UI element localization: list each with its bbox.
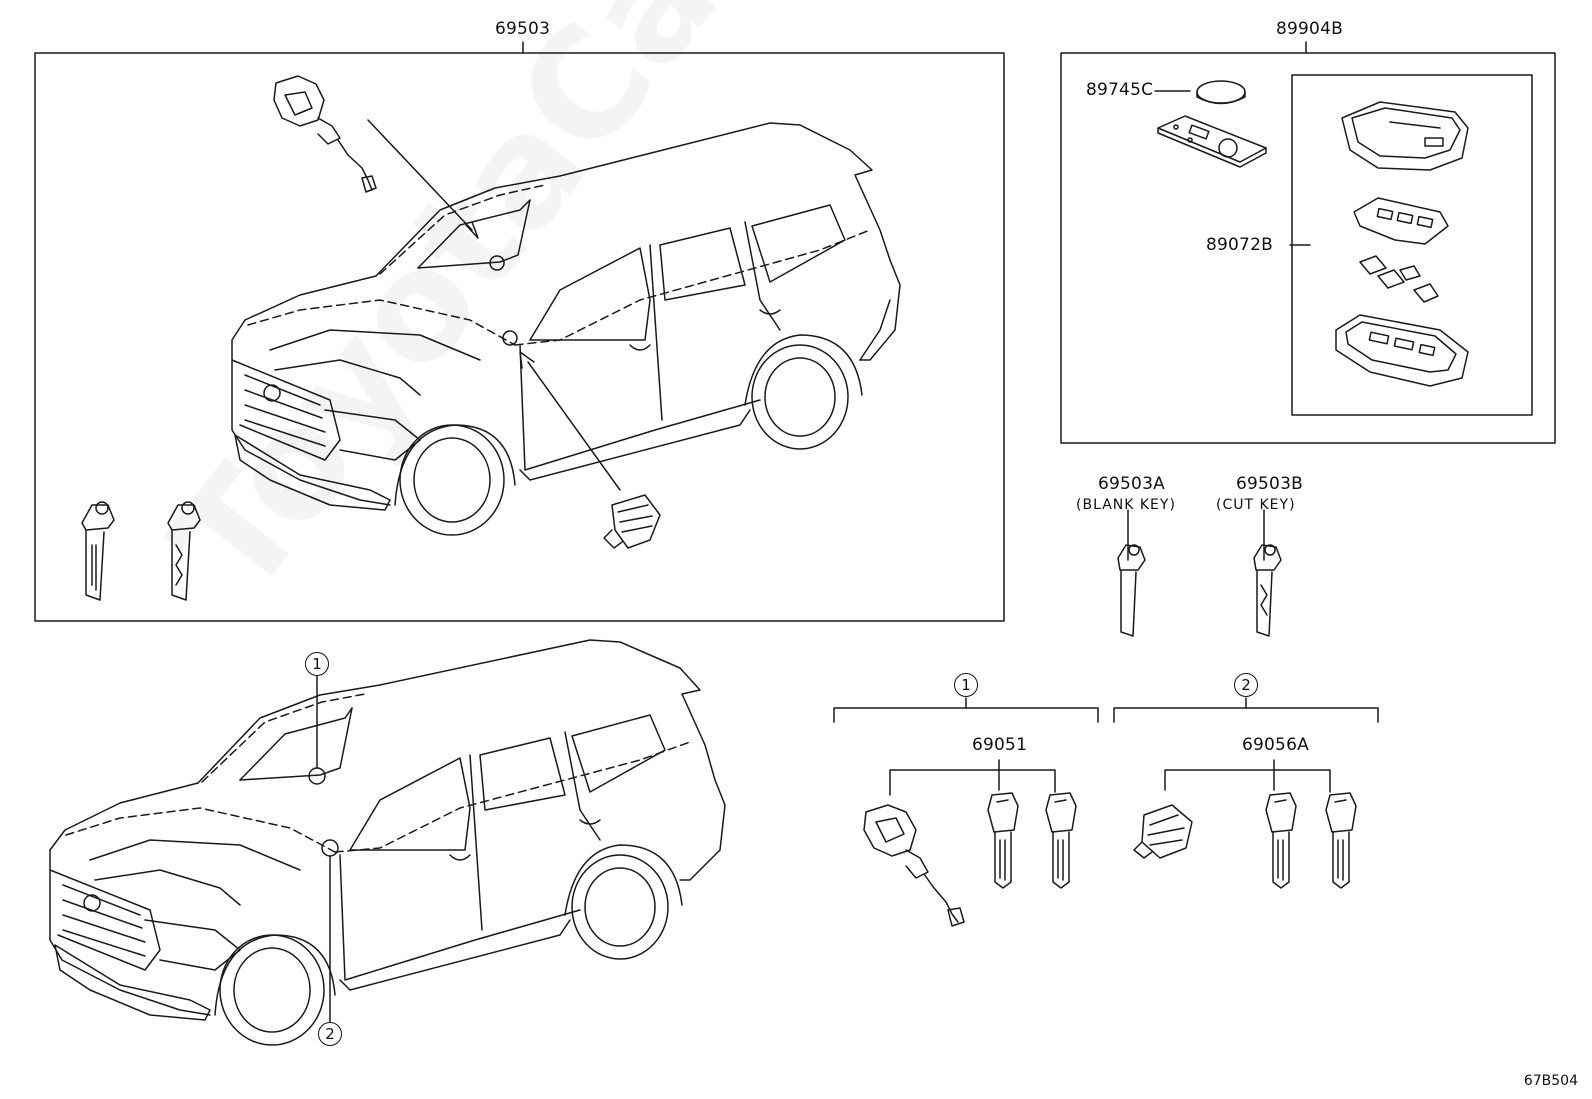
glove-box-cylinder-icon: [1133, 804, 1193, 859]
car-outline-bottom: [49, 639, 726, 1046]
diagram-code: 67B504: [1523, 1073, 1578, 1089]
key-icon-cut: [167, 501, 201, 601]
frame-69503: [34, 52, 1005, 622]
callout-2-bracket: 2: [1234, 673, 1258, 697]
label-69056A: 69056A: [1242, 735, 1309, 755]
label-69503: 69503: [495, 19, 551, 39]
callout-1-car: 1: [305, 652, 329, 676]
cut-key-icon: [1253, 509, 1282, 637]
key-icon-69056A-a: [1265, 792, 1297, 889]
key-icon-69051-b: [1045, 792, 1077, 889]
frame-89072B: [1291, 74, 1533, 416]
car-outline-top: [231, 122, 901, 536]
pointer-arrows: [367, 119, 621, 491]
label-89904B: 89904B: [1276, 19, 1343, 39]
circuit-board-icon: [1157, 115, 1267, 168]
glove-box-lock-icon: [603, 494, 661, 549]
bracket-one: [833, 697, 1099, 796]
callout-2-car: 2: [318, 1022, 342, 1046]
key-icon-69056A-b: [1325, 792, 1357, 889]
smart-key-case-icon: [1289, 101, 1469, 387]
key-icon-69051-a: [987, 792, 1019, 889]
label-69503B: 69503B: [1236, 474, 1303, 494]
label-89072B: 89072B: [1206, 235, 1273, 255]
blank-key-icon: [1117, 509, 1146, 637]
key-icon-blank: [81, 501, 115, 601]
bracket-two: [1113, 697, 1379, 793]
label-69051: 69051: [972, 735, 1028, 755]
door-lock-cylinder-icon: [273, 75, 377, 193]
callout-1-bracket: 1: [954, 673, 978, 697]
ignition-lock-cylinder-icon: [863, 804, 965, 927]
label-69503A: 69503A: [1098, 474, 1165, 494]
label-89745C: 89745C: [1086, 80, 1154, 100]
battery-cell-icon: [1196, 80, 1246, 105]
label-69503B-note: (CUT KEY): [1216, 497, 1296, 513]
frame-89904B: [1060, 52, 1556, 444]
label-69503A-note: (BLANK KEY): [1076, 497, 1176, 513]
